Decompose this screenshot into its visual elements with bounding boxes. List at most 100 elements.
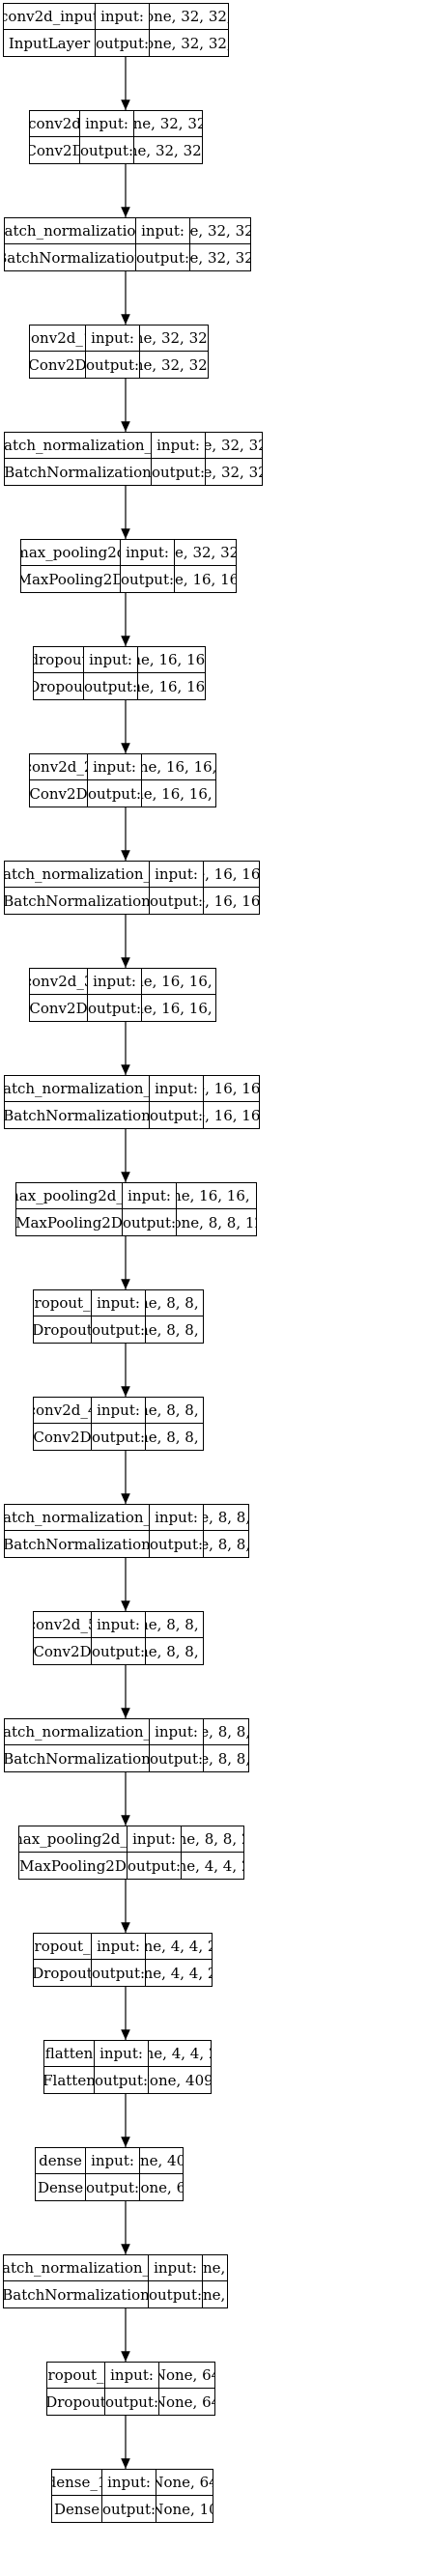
- layer-type: MaxPooling2D: [21, 566, 121, 592]
- output-label: output:: [150, 1745, 204, 1771]
- output-label: output:: [84, 673, 138, 699]
- input-label: input:: [150, 862, 204, 887]
- output-shape: (None, 64): [140, 2178, 183, 2196]
- layer-name: batch_normalization_3: [5, 1076, 150, 1101]
- output-shape: (None, 4, 4, 256): [182, 1856, 243, 1875]
- output-label: output:: [150, 1102, 204, 1128]
- input-label: input:: [84, 647, 138, 672]
- output-label: output:: [150, 888, 204, 914]
- output-label: output:: [95, 2067, 149, 2093]
- layer-name: flatten: [44, 2041, 95, 2066]
- input-shape: (None, 32, 32, 64): [140, 329, 208, 347]
- layer-input-row: batch_normalization_1input:(None, 32, 32…: [5, 433, 262, 459]
- layer-input-row: max_pooling2d_1input:(None, 16, 16, 128): [16, 1183, 256, 1209]
- layer-node: max_pooling2d_1input:(None, 16, 16, 128)…: [15, 1182, 257, 1236]
- input-shape: (None, 32, 32, 64): [175, 544, 236, 561]
- output-label: output:: [86, 2174, 140, 2200]
- layer-name: batch_normalization_1: [5, 433, 152, 458]
- output-label: output:: [128, 1853, 182, 1879]
- layer-node: batch_normalization_5input:(None, 8, 8, …: [4, 1718, 249, 1772]
- output-shape: (None, 64): [159, 2392, 214, 2411]
- input-shape: (None, 16, 16, 64): [142, 758, 215, 776]
- layer-name: batch_normalization: [5, 218, 136, 243]
- layer-type: Dropout: [47, 2389, 105, 2415]
- output-shape: (None, 8, 8, 256): [146, 1642, 203, 1660]
- layer-node: dropoutinput:(None, 16, 16, 64)Dropoutou…: [33, 646, 206, 700]
- output-label: output:: [86, 352, 140, 378]
- layer-type: BatchNormalization: [5, 1102, 150, 1128]
- input-label: input:: [92, 1612, 146, 1637]
- layer-node: conv2d_3input:(None, 16, 16, 128)Conv2Do…: [29, 968, 216, 1022]
- input-shape: (None, 32, 32, 64): [206, 437, 262, 454]
- output-label: output:: [92, 1638, 146, 1664]
- output-shape: (None, 64): [203, 2285, 227, 2304]
- output-label: output:: [88, 995, 142, 1021]
- output-label: output:: [152, 459, 206, 485]
- layer-node: dropout_3input:(None, 64)Dropoutoutput:(…: [46, 2362, 215, 2416]
- layer-type: Conv2D: [30, 352, 86, 378]
- layer-input-row: batch_normalization_4input:(None, 8, 8, …: [5, 1505, 248, 1531]
- input-label: input:: [88, 969, 142, 994]
- layer-node: batch_normalization_4input:(None, 8, 8, …: [4, 1504, 249, 1558]
- layer-name: conv2d_3: [30, 969, 88, 994]
- layer-node: dense_1input:(None, 64)Denseoutput:(None…: [51, 2469, 213, 2523]
- output-shape: (None, 4096): [149, 2071, 211, 2089]
- output-shape: (None, 32, 32, 64): [134, 141, 202, 159]
- layer-type: Conv2D: [30, 137, 80, 163]
- output-label: output:: [92, 1424, 146, 1450]
- output-shape: (None, 10): [156, 2500, 213, 2518]
- output-label: output:: [105, 2389, 159, 2415]
- layer-name: dropout_1: [34, 1290, 92, 1316]
- layer-type: Dropout: [34, 673, 84, 699]
- output-label: output:: [123, 1209, 177, 1235]
- output-label: output:: [96, 30, 150, 56]
- layer-input-row: dropout_3input:(None, 64): [47, 2363, 214, 2389]
- layer-name: conv2d_input: [4, 4, 96, 29]
- layer-type: BatchNormalization: [5, 1531, 150, 1557]
- input-label: input:: [86, 2148, 140, 2173]
- layer-type: Conv2D: [34, 1424, 92, 1450]
- layer-name: batch_normalization_4: [5, 1505, 150, 1530]
- layer-input-row: batch_normalization_3input:(None, 16, 16…: [5, 1076, 259, 1102]
- input-label: input:: [86, 326, 140, 351]
- output-shape: (None, 32, 32, 64): [190, 248, 250, 267]
- output-shape: (None, 16, 16, 128): [204, 892, 259, 910]
- layer-input-row: conv2d_1input:(None, 32, 32, 64): [30, 326, 208, 352]
- input-shape: (None, 4096): [140, 2152, 183, 2169]
- input-shape: (None, 32, 32, 3): [134, 115, 202, 132]
- layer-node: conv2d_4input:(None, 8, 8, 128)Conv2Dout…: [33, 1397, 204, 1451]
- input-label: input:: [149, 2255, 203, 2280]
- layer-type: Conv2D: [30, 780, 88, 807]
- input-shape: (None, 8, 8, 128): [146, 1294, 203, 1312]
- input-shape: (None, 8, 8, 256): [204, 1509, 248, 1526]
- output-shape: (None, 8, 8, 256): [204, 1749, 248, 1768]
- output-label: output:: [92, 1316, 146, 1343]
- input-label: input:: [121, 540, 175, 565]
- input-label: input:: [150, 1719, 204, 1744]
- layer-name: batch_normalization_5: [5, 1719, 150, 1744]
- layer-type: Flatten: [44, 2067, 95, 2093]
- layer-name: max_pooling2d_1: [16, 1183, 123, 1208]
- output-label: output:: [88, 780, 142, 807]
- layer-node: batch_normalization_6input:(None, 64)Bat…: [3, 2254, 228, 2308]
- input-label: input:: [96, 4, 150, 29]
- layer-name: conv2d: [30, 111, 80, 136]
